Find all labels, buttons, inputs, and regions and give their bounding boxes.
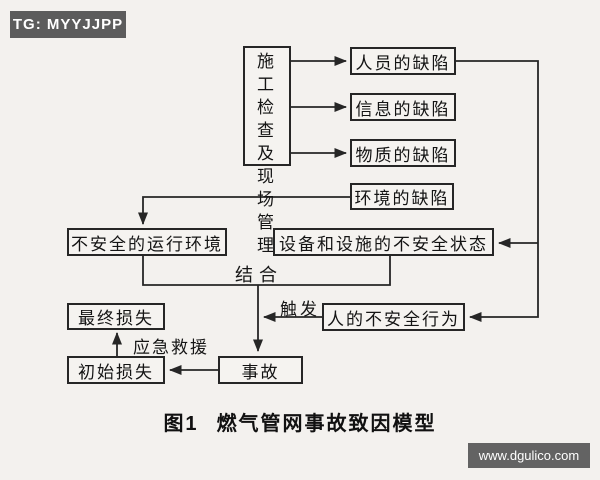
- figure-number: 图1: [163, 413, 199, 435]
- node-accident: 事故: [218, 356, 303, 384]
- tg-watermark-badge: TG: MYYJJPP: [10, 11, 126, 38]
- edge-combine-junction: [142, 256, 391, 286]
- edge-label-emergency-rescue: 应急救援: [133, 338, 209, 357]
- node-equipment-unsafe-state: 设备和设施的不安全状态: [273, 228, 494, 256]
- node-unsafe-operating-environment: 不安全的运行环境: [67, 228, 227, 256]
- figure-title: 燃气管网事故致因模型: [216, 413, 437, 435]
- edge-environment-unsafe-env: [138, 196, 350, 225]
- edge-label-trigger: 触发: [280, 300, 320, 319]
- node-information-defect: 信息的缺陷: [350, 93, 456, 121]
- node-initial-loss: 初始损失: [67, 356, 165, 384]
- edge-personnel-human-behavior: [456, 60, 539, 322]
- node-construction-inspection: 施工检查及现场管理: [243, 46, 291, 255]
- node-personnel-defect: 人员的缺陷: [350, 47, 456, 75]
- website-watermark-badge: www.dgulico.com: [468, 443, 590, 468]
- node-environment-defect: 环境的缺陷: [350, 183, 454, 210]
- edge-label-combine: 结合: [235, 265, 283, 285]
- figure-caption: 图1 燃气管网事故致因模型: [0, 407, 600, 436]
- node-material-defect: 物质的缺陷: [350, 139, 456, 167]
- node-human-unsafe-behavior: 人的不安全行为: [322, 303, 465, 331]
- node-final-loss: 最终损失: [67, 303, 165, 330]
